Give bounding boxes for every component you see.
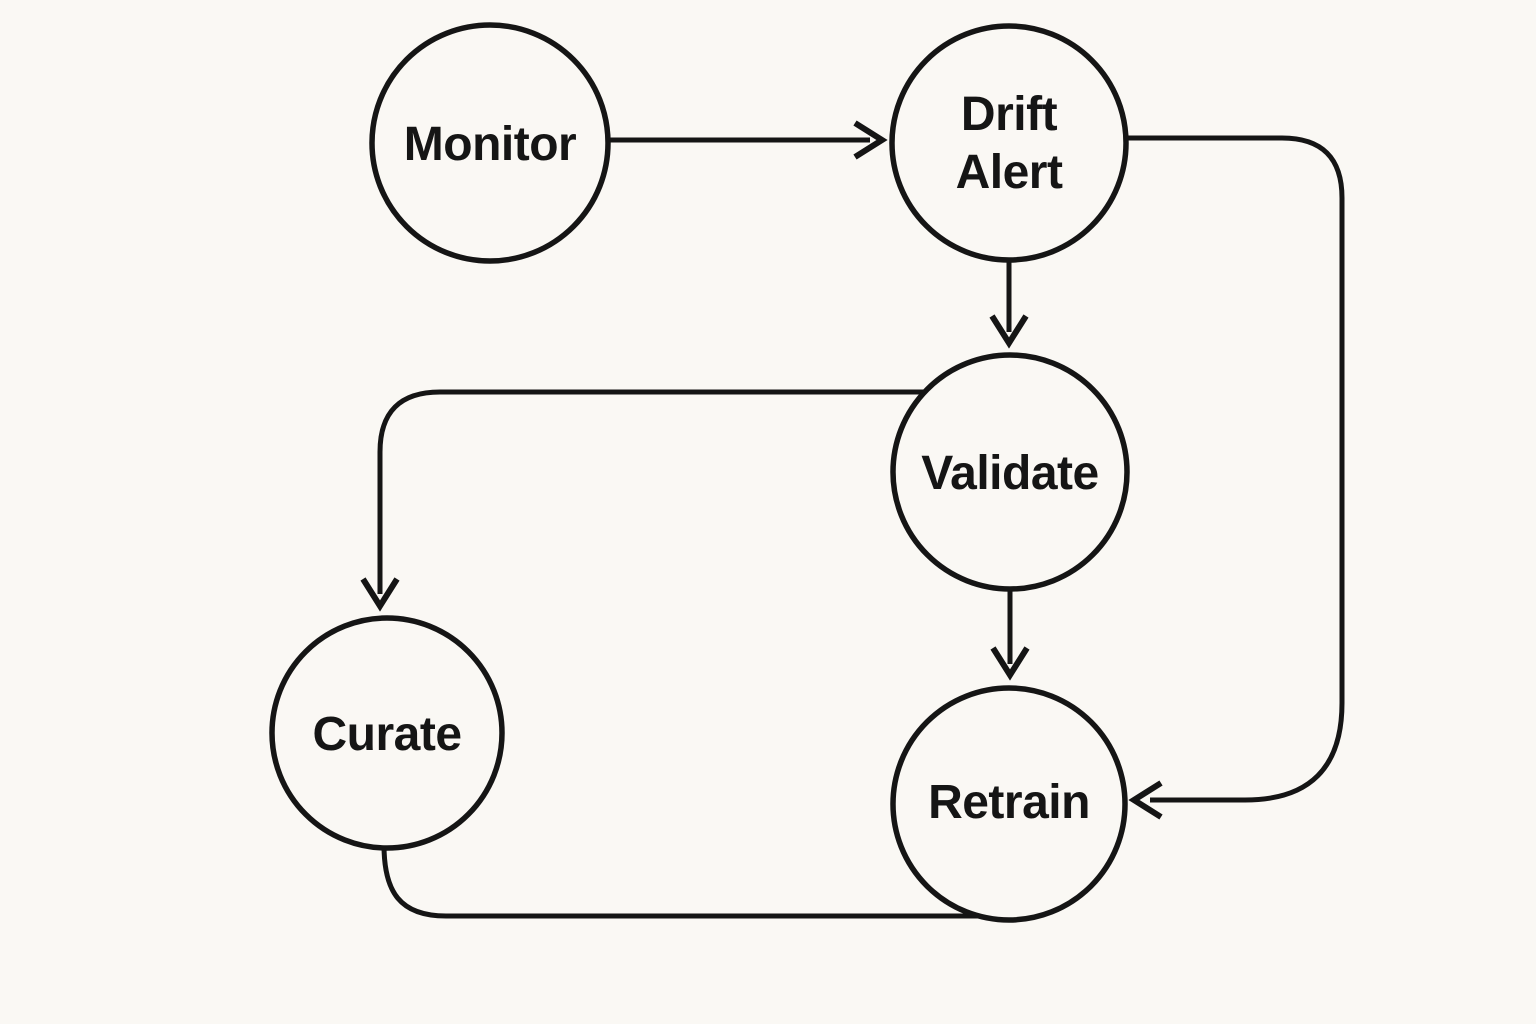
node-validate: Validate <box>890 352 1130 592</box>
node-validate-label: Validate <box>921 447 1098 500</box>
node-monitor-label: Monitor <box>404 118 576 171</box>
node-drift-alert-label-line1: Drift <box>961 88 1058 141</box>
edge-validate-to-curate <box>377 389 926 594</box>
node-drift-alert-circle <box>889 23 1129 263</box>
node-curate-label: Curate <box>312 708 461 761</box>
edge-curate-to-retrain <box>381 844 980 919</box>
node-layer: Monitor Drift Alert Validate Curate Retr… <box>269 22 1130 923</box>
edge-drift-alert-to-retrain <box>1126 135 1345 803</box>
node-validate-circle <box>890 352 1130 592</box>
arrowhead-into-retrain-top <box>990 646 1030 681</box>
arrowhead-into-validate <box>989 314 1029 349</box>
node-drift-alert: Drift Alert <box>889 23 1129 263</box>
edge-layer <box>360 120 1345 919</box>
node-drift-alert-label-line2: Alert <box>956 146 1063 199</box>
node-curate: Curate <box>269 615 505 851</box>
node-monitor-circle <box>369 22 611 264</box>
node-retrain: Retrain <box>890 685 1128 923</box>
arrowhead-into-retrain-right <box>1128 780 1163 820</box>
arrowhead-into-drift-alert <box>853 120 888 160</box>
arrowhead-into-curate <box>360 577 400 612</box>
node-retrain-circle <box>890 685 1128 923</box>
node-monitor: Monitor <box>369 22 611 264</box>
node-retrain-label: Retrain <box>928 776 1090 829</box>
node-curate-circle <box>269 615 505 851</box>
